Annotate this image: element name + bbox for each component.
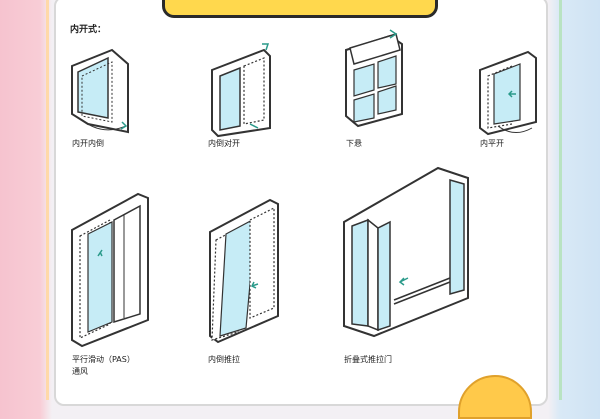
folding-door-illustration	[343, 166, 469, 338]
section-title: 内开式：	[70, 25, 107, 35]
window-tilt-push-illustration	[209, 198, 279, 344]
caption-tilt-push: 内倒推拉	[208, 355, 240, 364]
caption-parallel-slide-line1: 平行滑动（PAS）	[72, 355, 135, 364]
caption-bottom-hung: 下悬	[346, 139, 362, 148]
caption-tilt-turn: 内倒对开	[208, 139, 240, 148]
window-parallel-slide-illustration	[71, 192, 149, 348]
caption-inward-open: 内开内倒	[72, 139, 104, 148]
caption-folding-door: 折叠式推拉门	[344, 355, 392, 364]
window-tilt-turn-illustration	[211, 43, 271, 138]
caption-parallel-slide-line2: 通风	[72, 367, 88, 376]
caption-inward-flat: 内平开	[480, 139, 504, 148]
window-bottom-hung-illustration	[345, 29, 403, 128]
title-banner	[162, 0, 438, 18]
window-inward-flat-illustration	[479, 50, 537, 136]
decorative-border	[46, 0, 562, 400]
window-inward-open-illustration	[71, 48, 129, 134]
